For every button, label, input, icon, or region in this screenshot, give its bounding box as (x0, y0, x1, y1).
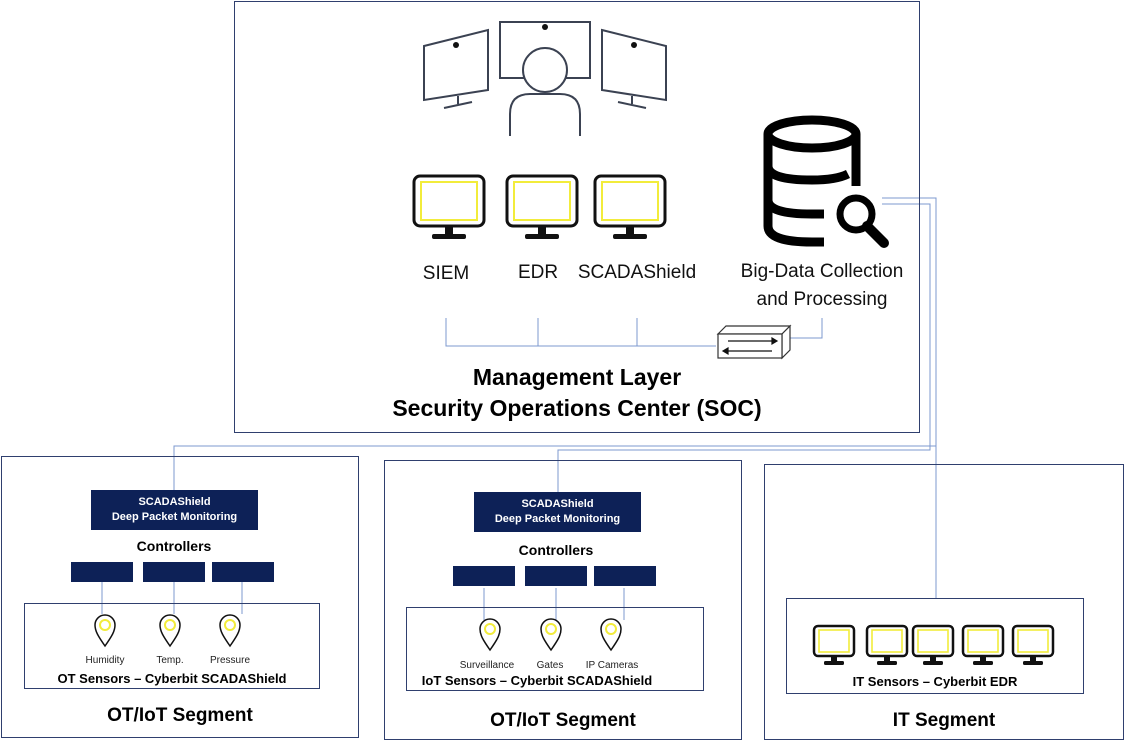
ip-cameras-label: IP Cameras (585, 660, 639, 671)
it-sensors-title: IT Sensors – Cyberbit EDR (852, 674, 1018, 689)
scadashield-monitor-icon (593, 174, 667, 239)
ip-cameras-sensor-icon (600, 618, 622, 652)
it-sensors-box (786, 598, 1084, 694)
ot-segment-title: OT/IoT Segment (107, 705, 253, 726)
surveillance-label: Surveillance (459, 660, 515, 671)
iot-controller-1 (453, 566, 515, 586)
iot-segment-title: OT/IoT Segment (490, 710, 636, 731)
iot-controllers-label: Controllers (518, 542, 594, 558)
bigdata-label-line1: Big-Data Collection (740, 261, 904, 282)
iot-dpm-line2: Deep Packet Monitoring (494, 513, 621, 525)
it-endpoint-icon-1 (812, 624, 856, 665)
soc-analyst-icon (423, 21, 667, 136)
ot-controllers-label: Controllers (136, 538, 212, 554)
network-switch-icon (716, 324, 792, 360)
iot-controller-3 (594, 566, 656, 586)
temp-sensor-icon (159, 614, 181, 648)
siem-label: SIEM (422, 263, 470, 284)
gates-label: Gates (536, 660, 564, 671)
it-endpoint-icon-4 (961, 624, 1005, 665)
soc-title-line1: Management Layer (472, 364, 682, 390)
humidity-label: Humidity (85, 655, 125, 666)
it-segment-title: IT Segment (892, 710, 996, 731)
humidity-sensor-icon (94, 614, 116, 648)
iot-dpm-line1: SCADAShield (521, 498, 594, 510)
it-endpoint-icon-3 (911, 624, 955, 665)
iot-sensors-box (406, 607, 704, 691)
ot-sensors-box (24, 603, 320, 689)
it-endpoint-icon-5 (1011, 624, 1055, 665)
ot-controller-1 (71, 562, 133, 582)
siem-monitor-icon (412, 174, 486, 239)
pressure-label: Pressure (209, 655, 250, 666)
ot-controller-2 (143, 562, 205, 582)
iot-segment-container (384, 460, 742, 740)
iot-sensors-title: IoT Sensors – Cyberbit SCADAShield (421, 673, 653, 688)
ot-dpm-line1: SCADAShield (138, 496, 211, 508)
soc-title: Management Layer Security Operations Cen… (234, 362, 920, 424)
ot-dpm-line2: Deep Packet Monitoring (111, 511, 238, 523)
database-search-icon (763, 115, 889, 248)
ot-sensors-title: OT Sensors – Cyberbit SCADAShield (57, 671, 287, 686)
edr-monitor-icon (505, 174, 579, 239)
iot-dpm-box: SCADAShield Deep Packet Monitoring (474, 492, 641, 532)
ot-controller-3 (212, 562, 274, 582)
iot-controller-2 (525, 566, 587, 586)
soc-container (234, 1, 920, 433)
bigdata-label: Big-Data Collection and Processing (718, 258, 926, 314)
ot-segment-container (1, 456, 359, 738)
scadashield-label: SCADAShield (577, 262, 697, 283)
bigdata-label-line2: and Processing (756, 289, 888, 310)
edr-label: EDR (517, 262, 559, 283)
it-endpoint-icon-2 (865, 624, 909, 665)
surveillance-sensor-icon (479, 618, 501, 652)
ot-dpm-box: SCADAShield Deep Packet Monitoring (91, 490, 258, 530)
gates-sensor-icon (540, 618, 562, 652)
pressure-sensor-icon (219, 614, 241, 648)
soc-title-line2: Security Operations Center (SOC) (392, 395, 762, 421)
temp-label: Temp. (156, 655, 184, 666)
